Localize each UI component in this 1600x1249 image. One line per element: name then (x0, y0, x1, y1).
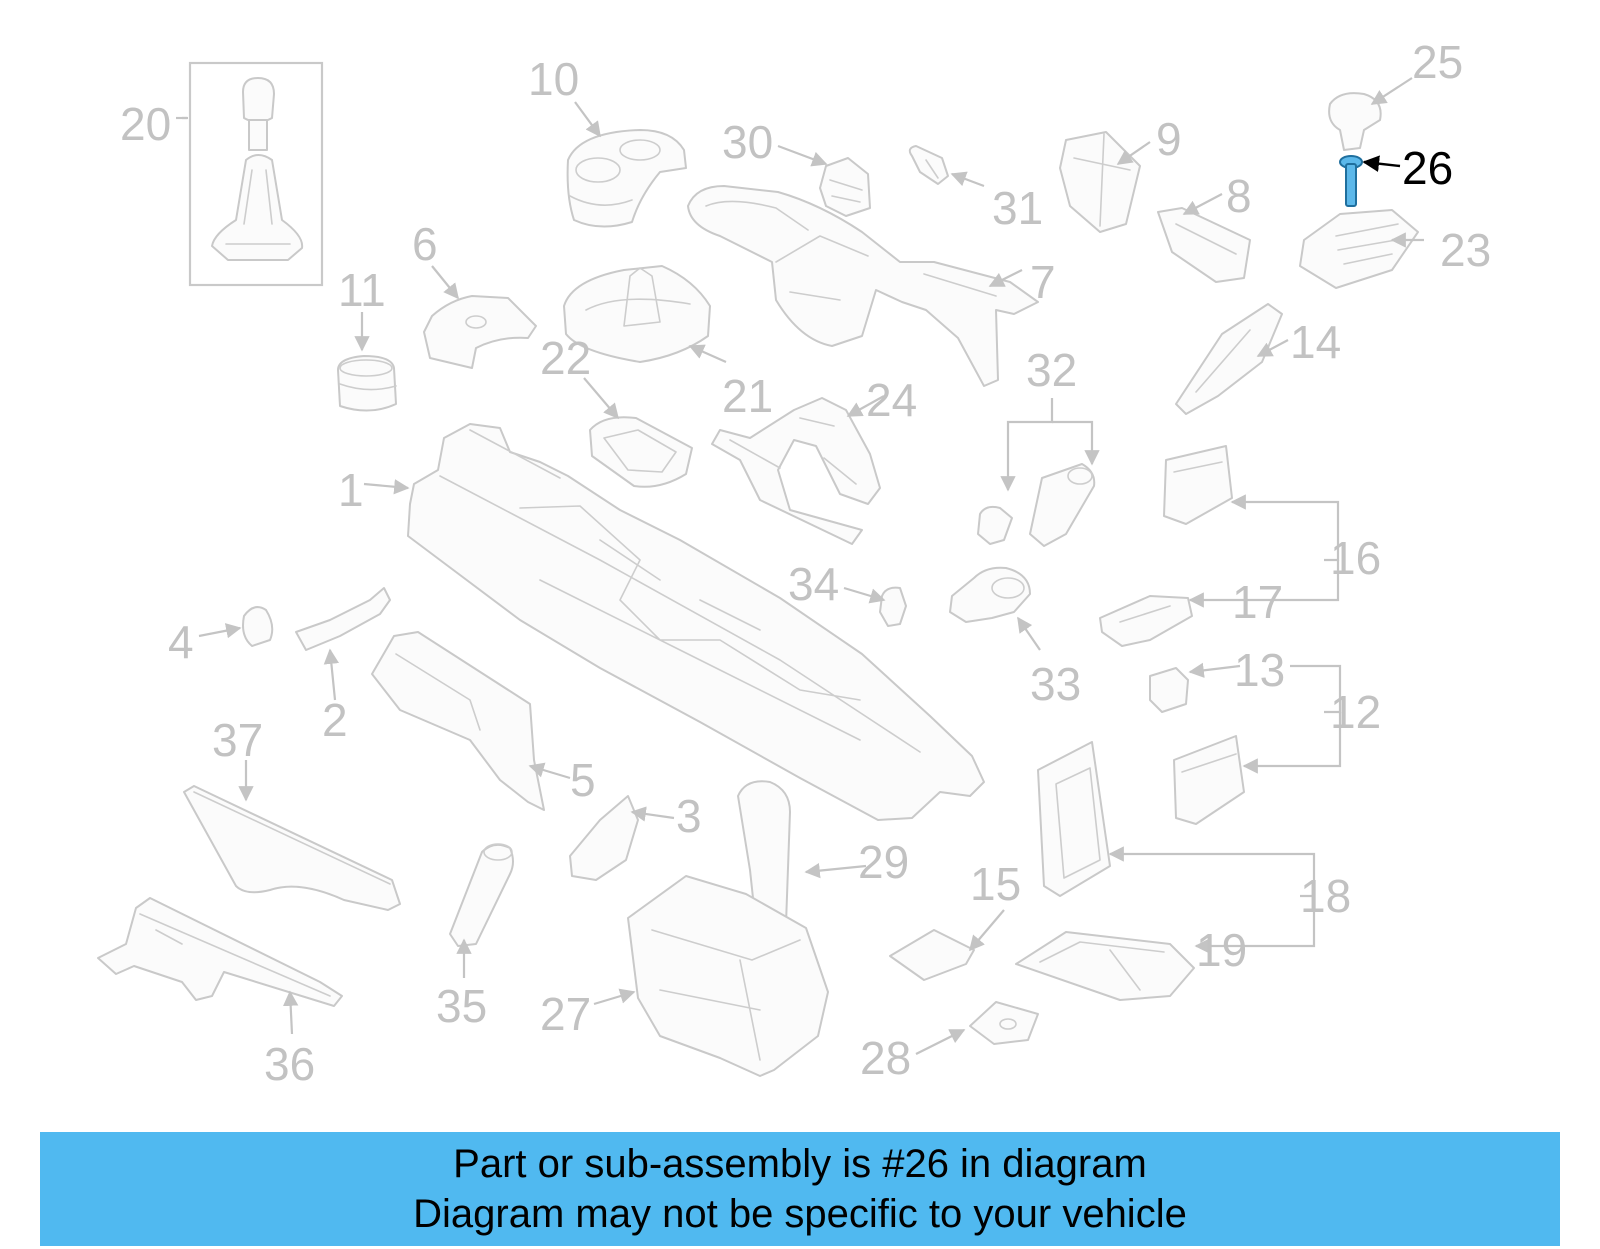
part-3-bracket (569, 795, 639, 881)
callout-23: 23 (1440, 224, 1491, 276)
leader-lines (176, 77, 1424, 1055)
part-2-bracket (295, 587, 391, 651)
callout-18: 18 (1300, 870, 1351, 922)
part-13-switch (1149, 667, 1189, 713)
callout-16: 16 (1330, 532, 1381, 584)
callout-32: 32 (1026, 344, 1077, 396)
part-30-switch (819, 157, 871, 217)
callout-37: 37 (212, 714, 263, 766)
callout-8: 8 (1226, 170, 1252, 222)
banner-line-disclaimer: Diagram may not be specific to your vehi… (413, 1192, 1187, 1236)
banner-line-part-number: Part or sub-assembly is #26 in diagram (453, 1142, 1147, 1186)
callout-20: 20 (120, 98, 171, 150)
part-10-cup-holder (566, 129, 687, 228)
part-22-trim-ring (589, 416, 693, 488)
callout-15: 15 (970, 858, 1021, 910)
part-27-lever-base (627, 875, 829, 1077)
part-1-console-body (407, 423, 985, 821)
part-7-console-top (687, 185, 1039, 387)
callout-13: 13 (1234, 644, 1285, 696)
callout-11: 11 (338, 264, 386, 316)
callout-27: 27 (540, 988, 591, 1040)
callout-7: 7 (1030, 256, 1056, 308)
callout-3: 3 (676, 790, 702, 842)
part-28-bracket (969, 1001, 1039, 1045)
part-4-cap (242, 606, 274, 647)
part-17-bracket (1099, 595, 1193, 647)
callout-35: 35 (436, 980, 487, 1032)
part-19-tray (1015, 931, 1195, 1001)
callout-14: 14 (1290, 316, 1341, 368)
part-11-cap (337, 355, 397, 412)
part-36-seat-rail (97, 897, 343, 1007)
part-32-fasteners (977, 463, 1096, 547)
callout-1: 1 (338, 464, 364, 516)
callout-36: 36 (264, 1038, 315, 1090)
callout-9: 9 (1156, 113, 1182, 165)
callout-19: 19 (1196, 924, 1247, 976)
callout-6: 6 (412, 218, 438, 270)
part-18-panel (1037, 741, 1111, 897)
callout-21: 21 (722, 370, 773, 422)
part-25-selector-knob (1328, 92, 1382, 151)
part-15-plate (889, 929, 975, 981)
part-29-lever (737, 780, 791, 927)
part-33-socket (949, 566, 1031, 623)
callout-12: 12 (1330, 686, 1381, 738)
callout-2: 2 (322, 694, 348, 746)
part-16-housing (1163, 445, 1233, 525)
part-20-shift-knob-boot (188, 61, 324, 287)
callout-22: 22 (540, 332, 591, 384)
part-6-cover (423, 295, 537, 369)
callout-33: 33 (1030, 658, 1081, 710)
callout-10: 10 (528, 53, 579, 105)
callout-24: 24 (866, 374, 917, 426)
part-8-trim-strip (1157, 207, 1251, 283)
part-24-bracket-frame (711, 397, 881, 545)
callout-31: 31 (992, 182, 1043, 234)
callout-17: 17 (1232, 576, 1283, 628)
callout-25: 25 (1412, 36, 1463, 88)
part-23-shift-gate-cover (1299, 209, 1419, 289)
part-5-side-panel (371, 631, 545, 811)
callout-30: 30 (722, 116, 773, 168)
leader-26-highlighted (1362, 155, 1401, 173)
callout-28: 28 (860, 1032, 911, 1084)
callout-4: 4 (168, 616, 194, 668)
callout-34: 34 (788, 558, 839, 610)
part-21-boot-frame (563, 265, 711, 363)
part-35-cylinder (449, 843, 514, 947)
part-26-highlighted-bolt (1339, 155, 1363, 207)
callout-29: 29 (858, 836, 909, 888)
part-34-plug (879, 586, 907, 627)
part-14-side-trim (1175, 303, 1283, 415)
callout-numbers: 20 10 30 31 9 8 25 26 23 14 7 6 11 21 22… (120, 36, 1491, 1090)
callout-5: 5 (570, 754, 596, 806)
part-31-connector (908, 145, 949, 185)
part-9-storage-pocket (1059, 131, 1141, 233)
part-12-switch-panel (1173, 735, 1245, 825)
part-37-trim-panel (183, 785, 401, 911)
part-info-banner: Part or sub-assembly is #26 in diagram D… (40, 1132, 1560, 1246)
callout-26: 26 (1402, 142, 1453, 194)
